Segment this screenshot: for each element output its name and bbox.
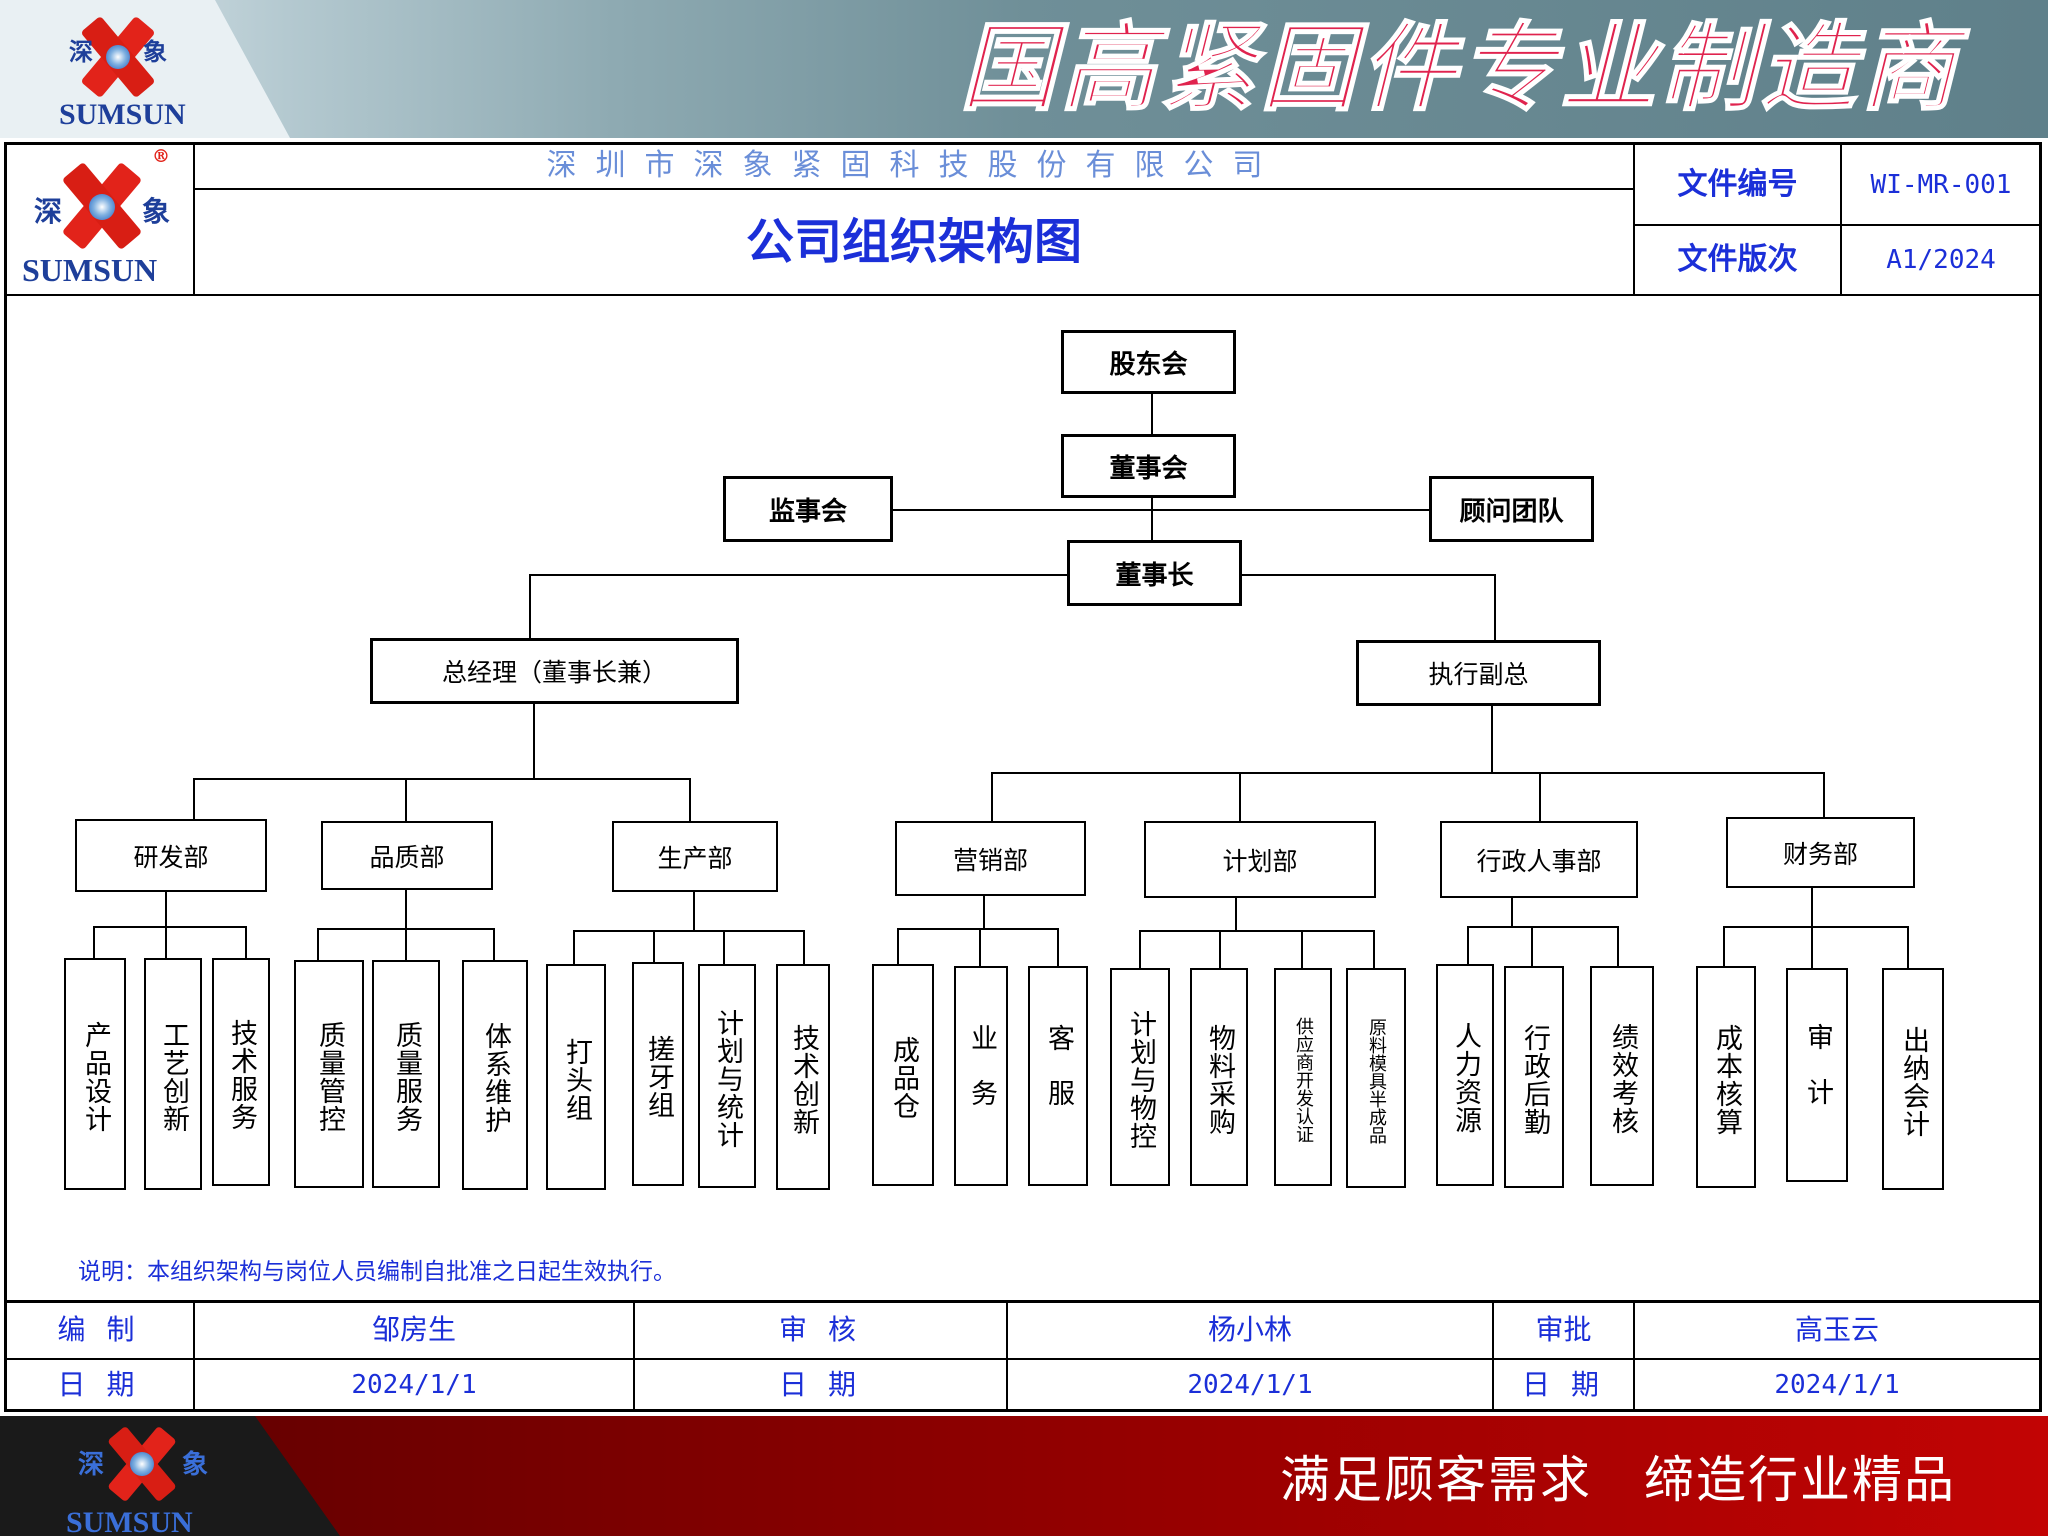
header-divider bbox=[1633, 144, 1635, 295]
unit-planning-statistics: 计划与统计 bbox=[698, 964, 756, 1188]
unit-product-design: 产品设计 bbox=[64, 958, 126, 1190]
version-value: A1/2024 bbox=[1886, 245, 1996, 275]
prepared-label: 编 制 bbox=[57, 1313, 141, 1346]
header-divider bbox=[5, 294, 2041, 296]
footer-divider bbox=[5, 1300, 2041, 1303]
approved-label: 审批 bbox=[1535, 1313, 1592, 1346]
unit-business: 业务 bbox=[954, 966, 1008, 1186]
advisors-box: 顾问团队 bbox=[1429, 476, 1594, 542]
header-logo: 深 象 SUMSUN ® bbox=[22, 146, 171, 288]
unit-tech-innovation: 技术创新 bbox=[776, 964, 830, 1190]
document-frame bbox=[4, 142, 2042, 1412]
date-label-approved: 日 期 bbox=[1522, 1368, 1605, 1401]
unit-admin-logistics: 行政后勤 bbox=[1504, 966, 1564, 1188]
reviewed-label: 审 核 bbox=[779, 1313, 862, 1346]
shareholders-box: 股东会 bbox=[1061, 330, 1236, 394]
unit-customer-service: 客服 bbox=[1028, 966, 1088, 1186]
dept-marketing: 营销部 bbox=[895, 821, 1086, 896]
unit-thread-rolling-team: 搓牙组 bbox=[632, 962, 684, 1186]
dept-rd: 研发部 bbox=[75, 819, 267, 892]
unit-planning-material-control: 计划与物控 bbox=[1110, 968, 1170, 1186]
dept-admin-hr: 行政人事部 bbox=[1440, 821, 1638, 898]
footer-divider bbox=[1006, 1302, 1008, 1410]
approved-by: 高玉云 bbox=[1794, 1313, 1879, 1346]
header-divider bbox=[1840, 144, 1842, 295]
board-box: 董事会 bbox=[1061, 434, 1236, 498]
unit-cashier-accounting: 出纳会计 bbox=[1882, 968, 1944, 1190]
unit-quality-control: 质量管控 bbox=[294, 960, 364, 1188]
footer-divider bbox=[1492, 1302, 1494, 1410]
header-divider bbox=[193, 144, 195, 295]
header-divider bbox=[194, 188, 1634, 190]
unit-finished-goods-warehouse: 成品仓 bbox=[872, 964, 934, 1186]
supervisors-box: 监事会 bbox=[723, 476, 893, 542]
doc-number-label: 文件编号 bbox=[1677, 167, 1798, 202]
top-banner bbox=[0, 0, 2048, 138]
footer-divider bbox=[193, 1302, 195, 1410]
prepared-by: 邹房生 bbox=[371, 1313, 456, 1346]
unit-quality-service: 质量服务 bbox=[372, 960, 440, 1188]
unit-human-resources: 人力资源 bbox=[1436, 964, 1494, 1186]
unit-supplier-development: 供应商开发认证 bbox=[1274, 968, 1332, 1186]
unit-process-innovation: 工艺创新 bbox=[144, 958, 202, 1190]
date-reviewed: 2024/1/1 bbox=[1187, 1370, 1313, 1400]
unit-cost-accounting: 成本核算 bbox=[1696, 966, 1756, 1188]
general-manager-box: 总经理（董事长兼） bbox=[370, 638, 739, 704]
executive-vp-box: 执行副总 bbox=[1356, 640, 1601, 706]
unit-tech-service: 技术服务 bbox=[212, 958, 270, 1186]
dept-quality: 品质部 bbox=[321, 821, 493, 890]
footer-divider bbox=[633, 1302, 635, 1410]
date-label-prepared: 日 期 bbox=[57, 1368, 141, 1401]
reviewed-by: 杨小林 bbox=[1207, 1313, 1292, 1346]
unit-performance-appraisal: 绩效考核 bbox=[1590, 966, 1654, 1186]
unit-heading-team: 打头组 bbox=[546, 964, 606, 1190]
dept-production: 生产部 bbox=[612, 821, 778, 892]
chart-note: 说明：本组织架构与岗位人员编制自批准之日起生效执行。 bbox=[78, 1259, 676, 1285]
dept-planning: 计划部 bbox=[1144, 821, 1376, 898]
banner-title: 国高紧固件专业制造商 bbox=[959, 10, 1960, 125]
unit-raw-material-molds: 原料模具半成品 bbox=[1346, 968, 1406, 1188]
doc-number-value: WI-MR-001 bbox=[1870, 170, 2012, 200]
unit-system-maintenance: 体系维护 bbox=[462, 960, 528, 1190]
slogan: 满足顾客需求 缔造行业精品 bbox=[1280, 1451, 1956, 1509]
footer-divider bbox=[1633, 1302, 1635, 1410]
date-prepared: 2024/1/1 bbox=[351, 1370, 477, 1400]
dept-finance: 财务部 bbox=[1726, 817, 1915, 888]
chairman-box: 董事长 bbox=[1067, 540, 1242, 606]
unit-material-purchasing: 物料采购 bbox=[1190, 968, 1248, 1186]
document-title: 公司组织架构图 bbox=[745, 214, 1082, 270]
company-name: 深圳市深象紧固科技股份有限公司 bbox=[546, 148, 1282, 183]
date-label-reviewed: 日 期 bbox=[779, 1368, 862, 1401]
version-label: 文件版次 bbox=[1677, 242, 1798, 277]
footer-logo: 深 象 SUMSUN bbox=[66, 1418, 230, 1539]
banner-logo: 深 象 SUMSUN bbox=[55, 4, 215, 134]
footer-divider bbox=[5, 1358, 2041, 1360]
bottom-banner bbox=[0, 1416, 2048, 1536]
date-approved: 2024/1/1 bbox=[1774, 1370, 1900, 1400]
header-divider bbox=[1634, 224, 2040, 226]
unit-audit: 审计 bbox=[1786, 968, 1848, 1182]
